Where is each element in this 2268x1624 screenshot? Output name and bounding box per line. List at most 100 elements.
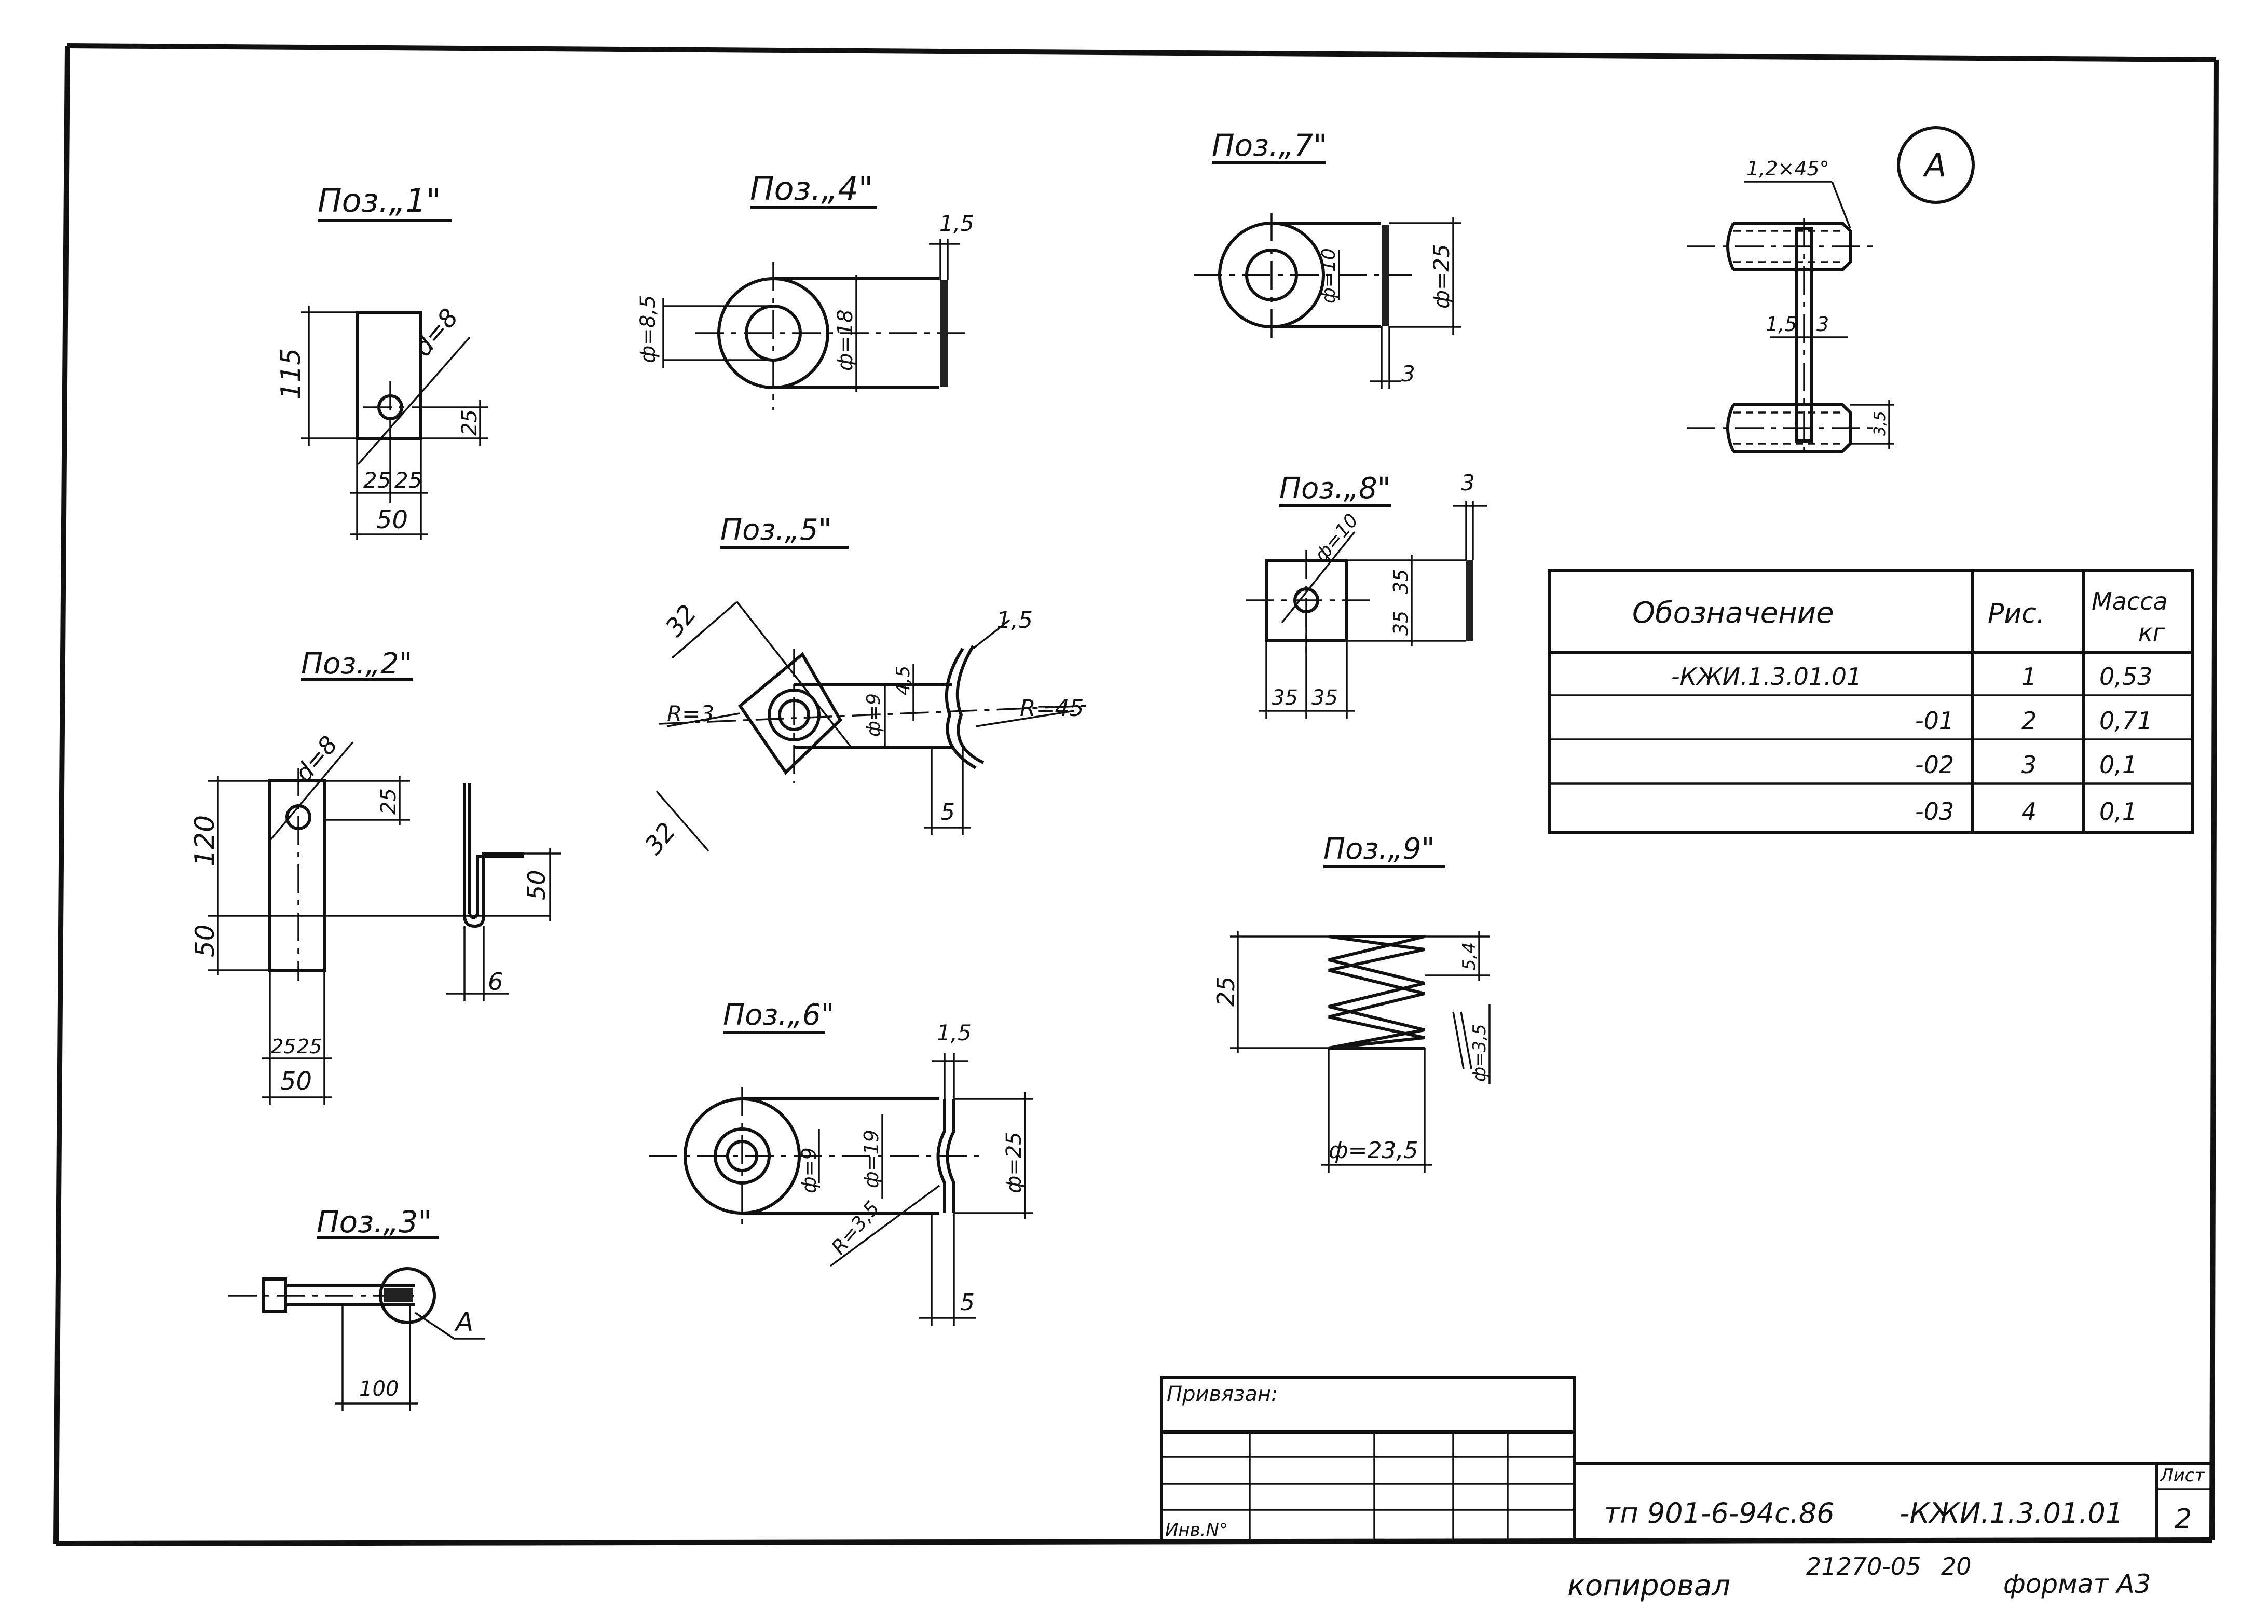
spec-row-designation: -03 [1915, 797, 1954, 825]
pos-8-title: Поз.„8" [1279, 472, 1390, 505]
pos-4-title: Поз.„4" [750, 170, 873, 208]
attached-label: Привязан: [1167, 1382, 1278, 1406]
view-a-chamfer: 1,2×45° [1746, 157, 1829, 180]
spec-row-figure: 3 [2021, 751, 2037, 779]
spec-header-figure: Рис. [1988, 598, 2045, 629]
doc-number: тп 901-6-94с.86 [1604, 1497, 1835, 1530]
p8-h35a: 35 [1272, 686, 1298, 710]
p6-phi25: ф=25 [1002, 1132, 1026, 1193]
spec-row-designation: -КЖИ.1.3.01.01 [1671, 663, 1862, 691]
p2-h120: 120 [189, 815, 221, 866]
p6-phi19: ф=19 [860, 1130, 883, 1188]
p1-d25a: 25 [363, 467, 391, 493]
p7-t3: 3 [1401, 361, 1415, 387]
view-a-drawing: A 1,2×45° 1,5 3 3,5 [1687, 126, 1975, 457]
spec-header-designation: Обозначение [1632, 596, 1834, 630]
view-a-title: A [1922, 146, 1946, 184]
p2-d8: d=8 [289, 731, 343, 787]
pos-9-drawing: Поз.„9" 25 5,4 ф=3,5 ф=23,5 [1212, 832, 1491, 1173]
p5-d32b: 32 [639, 817, 681, 860]
p5-d5: 5 [940, 799, 955, 825]
pos-5-title: Поз.„5" [720, 513, 831, 547]
p8-phi10: ф=10 [1310, 510, 1362, 566]
pos-8-drawing: Поз.„8" ф=10 3 35 35 35 35 [1246, 470, 1487, 719]
spec-row-figure: 4 [2021, 797, 2037, 825]
pos-3-title: Поз.„3" [317, 1204, 432, 1240]
pos-2-title: Поз.„2" [301, 647, 412, 681]
p1-h115: 115 [276, 348, 307, 400]
pos-7-title: Поз.„7" [1212, 128, 1327, 163]
pos-5-drawing: Поз.„5" 32 32 R=3 ф=9 4,5 1,5 R=45 5 [639, 513, 1090, 860]
p6-phi9: ф=9 [798, 1147, 821, 1193]
pos-1-drawing: Поз.„1" d=8 115 25 25 25 50 [276, 182, 488, 540]
p4-phi18: ф=18 [834, 309, 857, 371]
view-a-marker [1897, 126, 1975, 204]
p2-t6: 6 [488, 968, 503, 996]
p1-d50: 50 [376, 505, 408, 534]
p5-r3: R=3 [667, 701, 714, 726]
p8-h35b: 35 [1311, 686, 1338, 710]
p5-d32a: 32 [660, 599, 702, 642]
p7-phi10: ф=10 [1318, 248, 1340, 304]
p3-d100: 100 [359, 1377, 399, 1401]
p1-d25b: 25 [394, 467, 422, 493]
p4-t15: 1,5 [939, 211, 974, 236]
p6-r35: R=3,5 [827, 1197, 884, 1259]
view-a-d15: 1,5 [1766, 313, 1797, 336]
p9-phi235: ф=23,5 [1329, 1137, 1418, 1164]
pos-9-title: Поз.„9" [1323, 832, 1434, 866]
p5-d45: 4,5 [893, 666, 914, 695]
p2-d25a: 25 [271, 1035, 296, 1058]
p8-v35b: 35 [1389, 611, 1412, 636]
copied-label: копировал [1567, 1569, 1730, 1603]
sheet-frame [53, 43, 2219, 1546]
p9-phi35: ф=3,5 [1469, 1024, 1490, 1082]
pos-4-drawing: Поз.„4" ф=8,5 ф=18 1,5 [636, 170, 974, 410]
spec-row-designation: -02 [1915, 751, 1954, 779]
p7-phi25: ф=25 [1429, 244, 1454, 309]
view-a-d35: 3,5 [1871, 411, 1889, 436]
p9-h25: 25 [1212, 976, 1240, 1007]
spec-row-mass: 0,1 [2099, 751, 2137, 779]
p8-v35a: 35 [1389, 569, 1412, 594]
spec-row-mass: 0,71 [2099, 707, 2152, 735]
p5-r45: R=45 [1020, 695, 1084, 722]
p2-d25b: 25 [297, 1035, 322, 1058]
p2-d50: 50 [280, 1067, 312, 1096]
p4-phi85: ф=8,5 [636, 295, 660, 363]
p2-d25: 25 [377, 788, 401, 815]
spec-row-designation: -01 [1915, 707, 1954, 735]
spec-table: Обозначение Рис. Масса кг -КЖИ.1.3.01.01… [1548, 569, 2194, 834]
p6-d5: 5 [960, 1289, 975, 1316]
pos-2-drawing: Поз.„2" d=8 25 120 50 6 50 25 25 50 [189, 647, 561, 1105]
sheet-label: Лист [2159, 1465, 2205, 1486]
spec-row-mass: 0,53 [2099, 663, 2152, 691]
p8-t3: 3 [1461, 470, 1475, 496]
spec-header-mass-unit: кг [2138, 618, 2166, 646]
order-number: 21270-05 [1806, 1552, 1921, 1580]
order-sub-number: 20 [1941, 1552, 1972, 1580]
p6-t15: 1,5 [937, 1020, 972, 1045]
p2-h50l: 50 [190, 924, 220, 957]
spec-row-figure: 2 [2021, 707, 2037, 735]
p1-d25v: 25 [458, 409, 482, 436]
pos-6-drawing: Поз.„6" ф=9 ф=19 R=3,5 ф=25 1,5 5 [649, 998, 1033, 1326]
view-a-d3: 3 [1816, 313, 1829, 336]
p2-h50r: 50 [523, 870, 551, 900]
p5-phi9: ф=9 [863, 693, 884, 737]
spec-header-mass: Масса [2092, 587, 2168, 615]
doc-code: -КЖИ.1.3.01.01 [1900, 1497, 2123, 1530]
p9-pitch: 5,4 [1459, 942, 1480, 970]
pos-1-title: Поз.„1" [318, 182, 441, 219]
inv-label: Инв.N° [1165, 1520, 1228, 1540]
sheet-number: 2 [2175, 1504, 2192, 1535]
pos-7-drawing: Поз.„7" ф=10 ф=25 3 [1194, 128, 1461, 389]
spec-row-figure: 1 [2021, 663, 2037, 691]
format-label: формат А3 [2003, 1569, 2151, 1599]
title-block: Привязан: Инв.N° тп 901-6-94с.86 -КЖИ.1.… [1160, 1376, 2212, 1543]
pos-6-title: Поз.„6" [723, 998, 834, 1032]
p5-t15: 1,5 [996, 607, 1033, 634]
spec-row-mass: 0,1 [2099, 797, 2137, 825]
footer: копировал 21270-05 20 формат А3 [1567, 1552, 2151, 1603]
